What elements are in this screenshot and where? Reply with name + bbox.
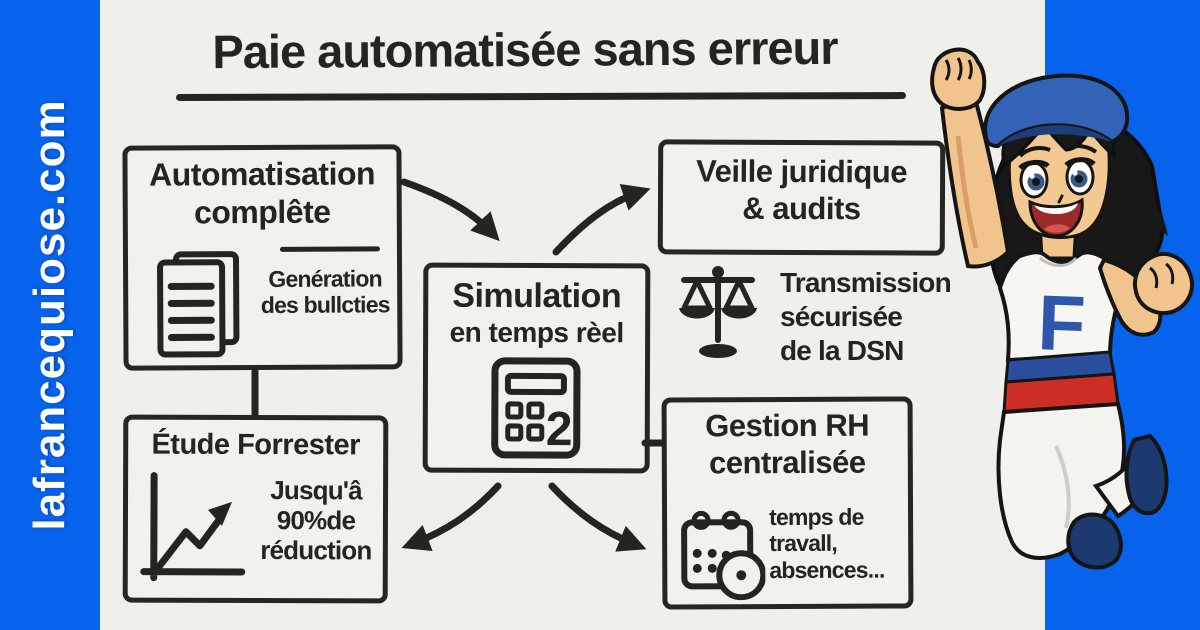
mascot-lash-right [1064,157,1096,168]
box-automatisation-title: Automatisation complête [127,155,396,232]
box-automatisation-title-line2: complête [193,193,331,231]
box-veille-juridique: Veille juridique & audits [657,139,946,256]
transmission-line2: sécurisée [780,301,903,333]
box-simulation: Simulation en temps rèel 2 [422,262,651,474]
mascot-boot-upper [1124,433,1169,516]
box-simulation-title-line2: en temps rèel [449,316,624,349]
caption-separator-line [279,246,380,252]
arrow-simulation-to-etude [401,482,502,552]
scales-icon [679,266,757,358]
box-gestion-caption: temps de travall, absences... [769,503,915,583]
box-gestion-title-line1: Gestion RH [705,407,870,444]
growth-chart-icon [140,472,246,582]
box-veille-title-line1: Veille juridique [696,153,908,190]
box-gestion-rh: Gestion RH centralisée temps de travall,… [661,396,915,610]
title-underline [175,92,907,101]
box-etude-forrester: Étude Forrester Jusqu'â 90%de réduction [122,414,389,604]
calculator-icon: 2 [491,357,581,459]
mascot-arm-shading [955,135,979,249]
etude-caption-line1: Jusqu'â [270,475,362,506]
arrow-simulation-to-gestion [548,482,647,552]
box-automatisation-title-line1: Automatisation [149,155,376,193]
mascot-pupil-right [1075,175,1083,183]
mascot-shirt-letter: F [1036,278,1087,368]
gestion-caption-line3: absences... [769,556,885,583]
mascot-teeth [1034,203,1078,214]
transmission-caption: Transmission sécurisée de la DSN [780,266,985,368]
mascot-tongue [1044,224,1070,233]
mascot-pupil-left [1032,178,1040,186]
mascot-fist-bent-knuckles [1149,262,1175,289]
gestion-caption-line1: temps de [769,503,864,531]
mascot-glint-left [1029,173,1035,179]
calendar-clock-icon [681,510,766,601]
caption-line1: Genération [268,265,382,292]
mascot-lash-left [1018,159,1050,170]
caption-line2: des bullcties [260,291,390,319]
box-gestion-title: Gestion RH centralisée [667,407,908,481]
box-automatisation: Automatisation complête Genération des b… [122,144,403,371]
box-veille-title-line2: & audits [742,190,861,226]
brand-watermark: lafrancequiose.com [25,99,74,531]
gestion-caption-line2: travall, [769,530,837,557]
mascot-hair-flick [1118,176,1168,280]
calculator-digit: 2 [546,403,573,456]
etude-caption-line3: réduction [260,534,372,566]
box-gestion-title-line2: centralisée [708,444,866,480]
mascot-glint-right [1072,170,1078,176]
mascot-fist-bent [1133,252,1194,315]
mascot-boot-lower [1066,512,1123,570]
box-etude-title: Étude Forrester [151,428,360,462]
mascot-beret-rim [998,125,1112,146]
document-icon [157,251,240,358]
mascot-collar-line [1039,256,1078,267]
etude-caption-line2: 90%de [276,504,356,536]
mascot-nose [1057,194,1064,204]
mascot-leg-line [1054,445,1071,529]
transmission-line3: de la DSN [780,335,904,367]
arrow-simulation-to-veille [552,184,651,256]
mascot-fist-knuckles [944,57,973,81]
arrow-automatisation-to-simulation [400,178,500,242]
left-frame-strip [0,0,100,630]
box-veille-title: Veille juridique & audits [663,153,940,227]
page-title: Paie automatisée sans erreur [212,20,838,79]
mascot-illustration: F [930,47,1194,570]
box-automatisation-caption: Genération des bullcties [252,265,398,319]
transmission-line1: Transmission [780,267,952,298]
box-etude-caption: Jusqu'â 90%de réduction [250,475,382,566]
box-simulation-title-line1: Simulation [452,276,622,316]
